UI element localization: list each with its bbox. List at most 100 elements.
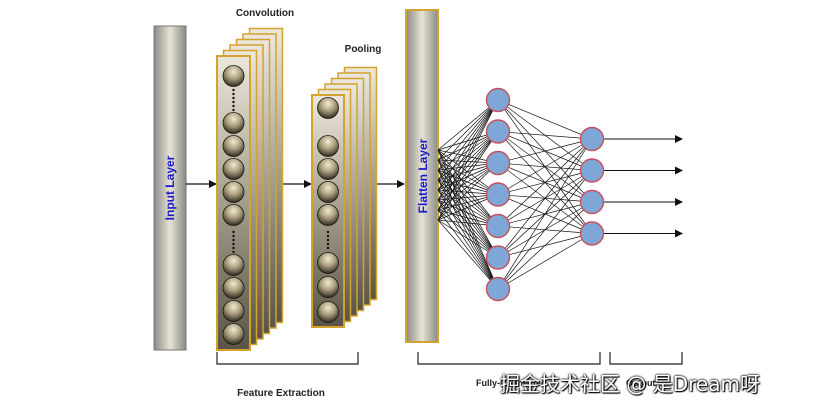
output-neuron: [579, 189, 605, 215]
flatten-to-hidden-connection: [437, 189, 499, 290]
hidden-to-output-connection: [497, 201, 593, 290]
flatten-to-hidden-connection: [437, 219, 499, 290]
flatten-to-hidden-connection: [437, 99, 499, 171]
conv-feature-cell: [222, 277, 245, 299]
conv-ellipsis-dot: [232, 234, 235, 238]
conv-feature-cell: [222, 135, 245, 157]
hidden-to-output-connection: [497, 138, 593, 258]
flatten-to-hidden-connection: [437, 99, 499, 191]
hidden-to-output-connection: [497, 233, 593, 290]
conv-ellipsis-dot: [232, 238, 235, 242]
output-layer-neurons: [579, 126, 605, 246]
flatten-layer-bar: [405, 9, 439, 343]
flatten-to-hidden-connection: [437, 99, 499, 181]
conv-feature-cell: [222, 112, 245, 134]
fully-connected-bracket: [417, 352, 601, 365]
pooling-feature-maps: [311, 66, 378, 328]
hidden-neuron: [485, 150, 511, 176]
conv-ellipsis-dot: [232, 230, 235, 234]
conv-ellipsis-dot: [232, 108, 235, 112]
hidden-to-output-connection: [497, 99, 593, 140]
feature-extraction-bracket: [216, 352, 359, 365]
conv-feature-cell: [222, 300, 245, 322]
pool-ellipsis-dot: [326, 238, 330, 242]
conv-ellipsis-dot: [232, 246, 235, 250]
flatten-to-hidden-connection: [437, 159, 499, 227]
flatten-to-hidden-connection: [437, 162, 499, 211]
output-label: Output: [626, 378, 656, 388]
output-arrows: [604, 135, 683, 238]
flatten-to-hidden-connection: [437, 162, 499, 221]
flatten-to-hidden-connection: [437, 131, 499, 221]
pool-feature-cell: [317, 97, 339, 119]
hidden-to-output-connection: [497, 138, 593, 195]
pool-ellipsis-dot: [326, 230, 330, 234]
hidden-to-output-connection: [497, 138, 593, 164]
hidden-to-output-connection: [497, 138, 593, 290]
conv-feature-cell: [222, 181, 245, 203]
pool-feature-cell: [317, 158, 339, 180]
flatten-to-hidden-connection: [437, 99, 499, 221]
flatten-to-hidden-connection: [437, 99, 499, 201]
feature-extraction-label: Feature Extraction: [237, 388, 325, 399]
flatten-to-hidden-connection: [437, 149, 499, 195]
output-bracket: [609, 352, 683, 365]
output-neuron: [579, 158, 605, 183]
pool-ellipsis-dot: [326, 242, 330, 246]
flatten-to-hidden-connection: [437, 189, 499, 258]
flatten-to-hidden-connection: [437, 131, 499, 211]
hidden-neuron: [485, 245, 511, 270]
conv-ellipsis-dot: [232, 92, 235, 96]
hidden-neuron: [485, 87, 511, 113]
conv-ellipsis-dot: [232, 104, 235, 108]
flatten-to-hidden-connection: [437, 169, 499, 258]
flatten-to-hidden-connection: [437, 169, 499, 227]
flatten-to-hidden-connection: [437, 131, 499, 181]
flatten-to-hidden-connection: [437, 169, 499, 290]
input-layer-bar: [153, 25, 187, 351]
pool-feature-cell: [317, 252, 339, 274]
conv-feature-cell: [222, 158, 245, 180]
flatten-to-hidden-connection: [437, 131, 499, 201]
input-layer-label: Input Layer: [163, 155, 177, 220]
flatten-to-hidden-connection: [437, 149, 499, 290]
hidden-to-output-connection: [497, 170, 593, 290]
conv-ellipsis-dot: [232, 242, 235, 246]
conv-ellipsis-dot: [232, 100, 235, 104]
pool-feature-cell: [317, 204, 339, 226]
conv-feature-cell: [222, 254, 245, 276]
flatten-to-hidden-connection: [437, 199, 499, 290]
watermark: 掘金技术社区 @ 是Dream呀: [500, 372, 760, 396]
output-neuron: [579, 126, 605, 152]
conv-ellipsis-dot: [232, 88, 235, 92]
pool-ellipsis-dot: [326, 246, 330, 250]
hidden-neuron: [485, 119, 511, 144]
flatten-to-hidden-connection: [437, 99, 499, 211]
conv-ellipsis-dot: [232, 96, 235, 100]
pooling-label: Pooling: [345, 44, 382, 55]
pool-feature-cell: [317, 276, 339, 298]
conv-ellipsis-dot: [232, 250, 235, 254]
output-neuron: [579, 221, 605, 246]
pool-feature-cell: [317, 301, 339, 323]
flatten-to-hidden-connection: [437, 179, 499, 290]
hidden-layer-neurons: [485, 87, 511, 302]
conv-feature-cell: [222, 204, 245, 226]
dense-connections: [437, 99, 593, 290]
fully-connected-label: Fully-Connected: [476, 378, 547, 388]
flatten-to-hidden-connection: [437, 209, 499, 290]
convolution-label: Convolution: [236, 8, 294, 19]
conv-feature-cell: [222, 323, 245, 345]
flatten-to-hidden-connection: [437, 199, 499, 258]
flatten-to-hidden-connection: [437, 159, 499, 290]
flatten-to-hidden-connection: [437, 99, 499, 161]
pool-feature-cell: [317, 181, 339, 203]
pool-ellipsis-dot: [326, 234, 330, 238]
hidden-neuron: [485, 276, 511, 302]
hidden-to-output-connection: [497, 131, 593, 140]
pool-feature-cell: [317, 135, 339, 157]
flatten-to-hidden-connection: [437, 179, 499, 258]
flatten-to-hidden-connection: [437, 149, 499, 227]
flatten-to-hidden-connection: [437, 209, 499, 258]
